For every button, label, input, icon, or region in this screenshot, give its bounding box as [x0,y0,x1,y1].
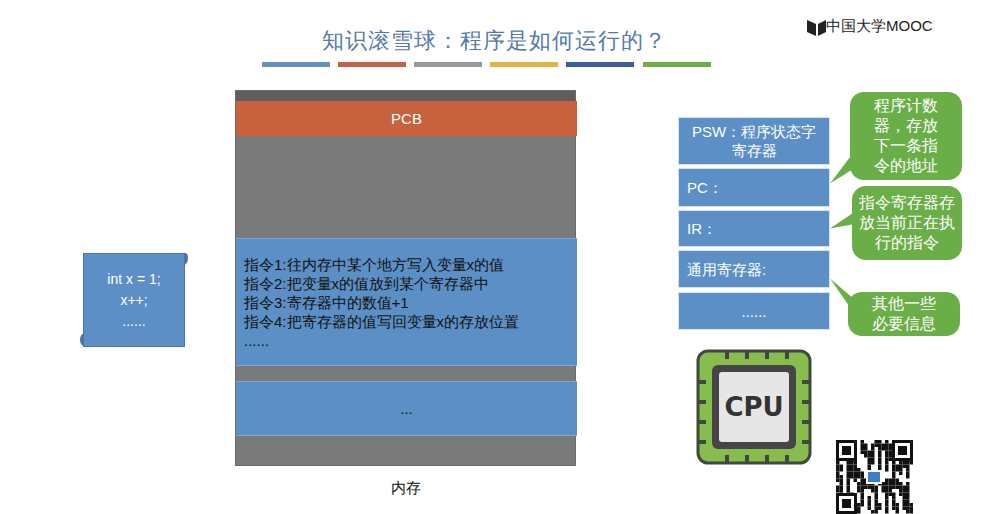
register-name: PC： [687,178,723,197]
logo-text: 中国大学MOOC [826,17,933,36]
register-box: ...... [678,292,830,330]
qr-code [834,438,916,514]
callout-bubble: 其他一些必要信息 [848,292,960,336]
register-box: 通用寄存器: [678,250,830,288]
register-box: PC： [678,168,830,207]
register-box: IR： [678,210,830,247]
ellipsis: ... [400,400,413,417]
memory-column: 内存PCB指令1:往内存中某个地方写入变量x的值指令2:把变量x的值放到某个寄存… [235,90,576,466]
callout-text: 其他一些必要信息 [866,294,942,334]
instruction-block: 指令1:往内存中某个地方写入变量x的值指令2:把变量x的值放到某个寄存器中指令3… [236,238,577,366]
memory-block: ... [236,381,577,436]
pcb-text: PCB [391,110,422,127]
instruction-line: 指令1:往内存中某个地方写入变量x的值 [244,255,569,274]
cpu-icon [698,351,810,463]
register-box: PSW：程序状态字寄存器 [678,117,830,165]
register-name: 通用寄存器: [687,260,766,279]
code-line: x++; [120,290,147,311]
instruction-line: ...... [244,331,569,350]
instruction-line: 指令4:把寄存器的值写回变量x的存放位置 [244,312,569,331]
pcb-band: PCB [236,101,577,136]
cpu-text: CPU [724,392,783,422]
title-bars [262,62,711,67]
code-line: int x = 1; [107,269,160,290]
scroll-curls [80,253,188,347]
callout-bubble: 程序计数器，存放下一条指令的地址 [850,92,962,180]
callout-text: 程序计数器，存放下一条指令的地址 [868,96,944,176]
ellipsis: ...... [741,302,766,321]
callout-bubble: 指令寄存器存放当前正在执行的指令 [852,186,962,260]
code-line: ...... [122,311,145,332]
logo-icon [807,20,826,36]
register-name: PSW：程序状态字寄存器 [687,122,821,160]
instruction-line: 指令3:寄存器中的数值+1 [244,293,569,312]
register-name: IR： [687,219,717,238]
cpu-chip: CPU [697,350,811,464]
callout-text: 指令寄存器存放当前正在执行的指令 [859,193,955,253]
memory-label: 内存 [236,479,575,498]
code-scroll: int x = 1;x++;...... [83,253,185,347]
instruction-line: 指令2:把变量x的值放到某个寄存器中 [244,274,569,293]
